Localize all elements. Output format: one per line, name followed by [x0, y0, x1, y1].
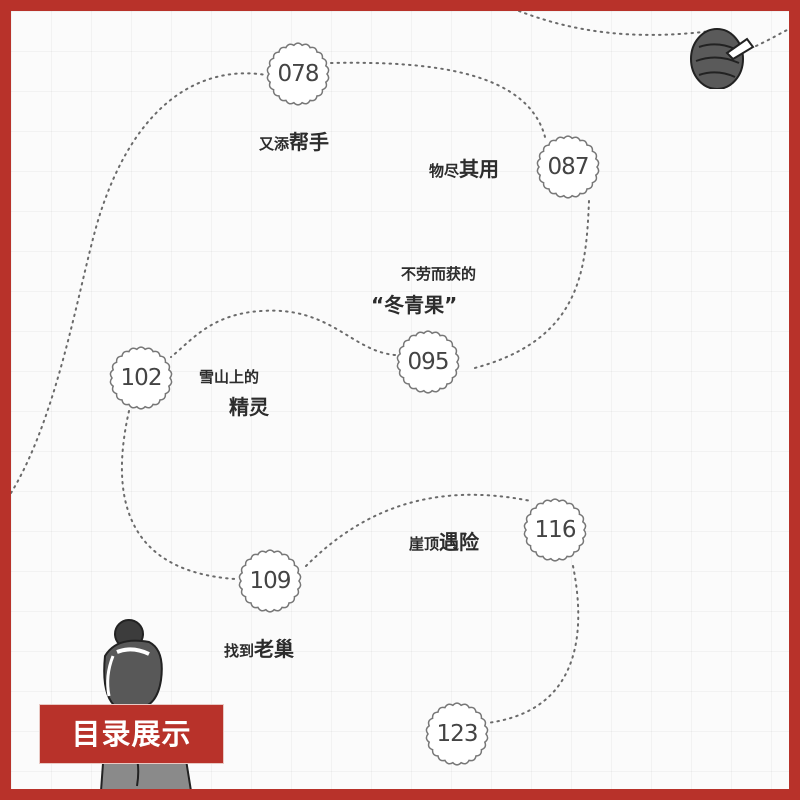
page-number: 116 [534, 517, 577, 543]
toc-entry-095-title-line2[interactable]: “冬青果” [371, 293, 458, 317]
toc-entry-087-title[interactable]: 物尽其用 [429, 153, 499, 182]
toc-showcase-tag: 目录展示 [39, 704, 224, 764]
toc-entry-109-badge[interactable]: 109 [237, 548, 303, 614]
page-number: 102 [120, 365, 163, 391]
scalloped-circle-icon [396, 330, 460, 394]
toc-entry-123-badge[interactable]: 123 [424, 701, 490, 767]
page-number: 078 [277, 61, 320, 87]
toc-entry-102-title-line1[interactable]: 雪山上的 [199, 368, 260, 386]
toc-entry-087-badge[interactable]: 087 [535, 134, 601, 200]
title-big: 老巢 [254, 637, 295, 661]
toc-entry-095-title-line1[interactable]: 不劳而获的 [401, 265, 477, 283]
page-number: 123 [436, 721, 479, 747]
scalloped-circle-icon [266, 42, 330, 106]
page-number: 095 [407, 349, 450, 375]
toc-entry-109-title[interactable]: 找到老巢 [224, 633, 294, 662]
title-big: 遇险 [439, 530, 480, 554]
title-big: 帮手 [289, 130, 330, 154]
page-number: 109 [249, 568, 292, 594]
scalloped-circle-icon [536, 135, 600, 199]
title-small: 崖顶 [409, 535, 440, 553]
toc-entry-102-title-line2[interactable]: 精灵 [229, 395, 269, 419]
title-small: 物尽 [429, 162, 460, 180]
page-number: 087 [547, 154, 590, 180]
scalloped-circle-icon [238, 549, 302, 613]
toc-entry-078-badge[interactable]: 078 [265, 41, 331, 107]
title-small: 又添 [259, 135, 290, 153]
scalloped-circle-icon [523, 498, 587, 562]
toc-entry-102-badge[interactable]: 102 [108, 345, 174, 411]
title-big: 其用 [459, 157, 500, 181]
toc-entry-116-title[interactable]: 崖顶遇险 [409, 526, 479, 555]
toc-page: 078 087 095 102 109 116 123 又添帮手 [11, 11, 789, 789]
toc-entry-095-badge[interactable]: 095 [395, 329, 461, 395]
toc-entry-116-badge[interactable]: 116 [522, 497, 588, 563]
dotted-path [11, 11, 789, 724]
scalloped-circle-icon [425, 702, 489, 766]
scalloped-circle-icon [109, 346, 173, 410]
title-small: 找到 [224, 642, 255, 660]
toc-entry-078-title[interactable]: 又添帮手 [259, 126, 329, 155]
mushroom-icon [690, 28, 755, 89]
